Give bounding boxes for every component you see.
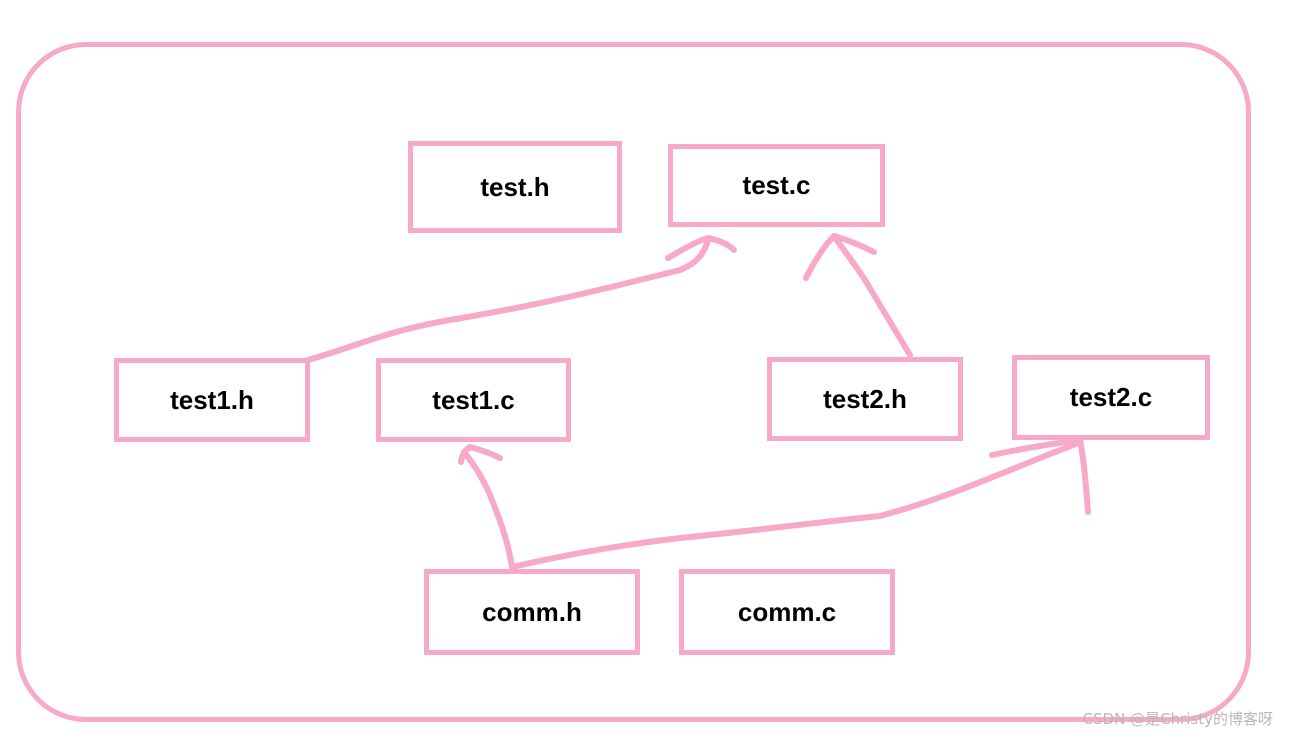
node-test1-c: test1.c (376, 358, 571, 442)
node-test2-c: test2.c (1012, 355, 1210, 440)
node-label: test2.c (1069, 382, 1153, 412)
watermark: CSDN @是Christy的博客呀 (1082, 710, 1273, 728)
node-label: test.c (742, 170, 811, 200)
node-label: comm.c (737, 596, 837, 627)
node-test2-h: test2.h (767, 357, 963, 441)
node-label: test1.h (170, 384, 254, 415)
node-label: test2.h (823, 383, 907, 414)
node-label: test1.c (432, 384, 515, 415)
node-label: comm.h (482, 596, 582, 627)
node-label: test.h (480, 171, 550, 202)
node-test-h: test.h (408, 141, 622, 233)
outer-frame (16, 42, 1251, 722)
node-test1-h: test1.h (114, 358, 310, 442)
node-test-c: test.c (668, 144, 885, 227)
node-comm-h: comm.h (424, 569, 640, 655)
node-comm-c: comm.c (679, 569, 895, 655)
